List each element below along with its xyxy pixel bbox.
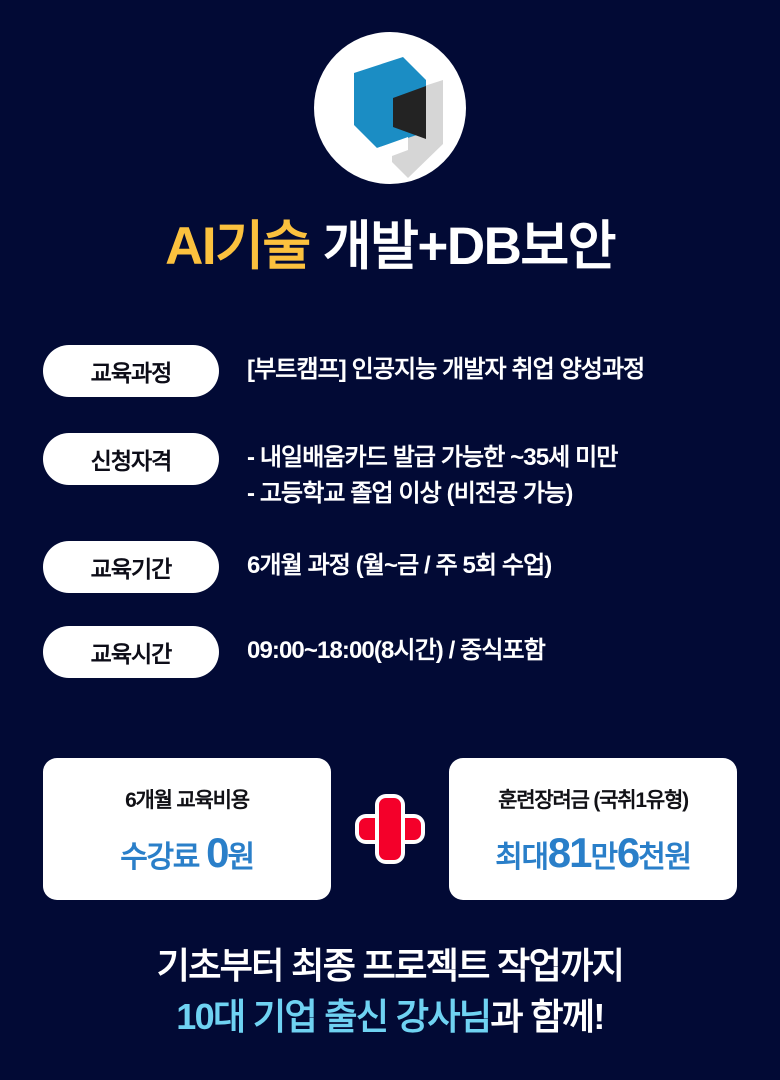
- logo-circle: [314, 32, 466, 184]
- incentive-amount: 최대81만6천원: [495, 829, 692, 876]
- price-section: 6개월 교육비용 수강료 0원 훈련장려금 (국취1유형) 최대81만6천원: [43, 758, 737, 900]
- tuition-card: 6개월 교육비용 수강료 0원: [43, 758, 331, 900]
- info-value-schedule: 09:00~18:00(8시간) / 중식포함: [247, 626, 546, 669]
- plus-icon-vertical-bar: [379, 798, 401, 860]
- info-value-line: - 내일배움카드 발급 가능한 ~35세 미만: [247, 444, 618, 471]
- info-row-curriculum: 교육과정 [부트캠프] 인공지능 개발자 취업 양성과정: [43, 345, 743, 397]
- course-info-list: 교육과정 [부트캠프] 인공지능 개발자 취업 양성과정 신청자격 - 내일배움…: [43, 345, 743, 678]
- plus-icon: [353, 792, 427, 866]
- info-value-line: - 고등학교 졸업 이상 (비전공 가능): [247, 480, 573, 508]
- incentive-amount-prefix: 최대: [495, 841, 549, 874]
- tuition-amount-prefix: 수강료: [120, 841, 207, 874]
- title-highlight: AI기술: [165, 217, 311, 276]
- incentive-amount-unit-cheon: 천원: [638, 841, 692, 874]
- slogan-line-1: 기초부터 최종 프로젝트 작업까지: [156, 945, 625, 986]
- logo-container: [0, 32, 780, 184]
- info-label-eligibility: 신청자격: [43, 433, 219, 485]
- info-label-duration: 교육기간: [43, 540, 219, 593]
- incentive-amount-value-cheon: 6: [616, 829, 640, 876]
- incentive-amount-unit-man: 만: [590, 841, 619, 874]
- incentive-card: 훈련장려금 (국취1유형) 최대81만6천원: [449, 758, 737, 900]
- info-value-curriculum: [부트캠프] 인공지능 개발자 취업 양성과정: [247, 345, 645, 388]
- bottom-slogan: 기초부터 최종 프로젝트 작업까지 10대 기업 출신 강사님과 함께!: [0, 940, 780, 1042]
- info-label-curriculum: 교육과정: [43, 345, 219, 397]
- tuition-amount-unit: 원: [227, 841, 255, 874]
- info-value-line: 09:00~18:00(8시간) / 중식포함: [247, 636, 546, 664]
- incentive-caption: 훈련장려금 (국취1유형): [498, 789, 689, 812]
- info-value-duration: 6개월 과정 (월~금 / 주 5회 수업): [247, 541, 552, 584]
- info-row-duration: 교육기간 6개월 과정 (월~금 / 주 5회 수업): [43, 540, 743, 593]
- info-row-schedule: 교육시간 09:00~18:00(8시간) / 중식포함: [43, 625, 743, 678]
- info-value-line: [부트캠프] 인공지능 개발자 취업 양성과정: [247, 356, 645, 383]
- info-label-schedule: 교육시간: [43, 625, 219, 678]
- title-rest: 개발+DB보안: [309, 217, 617, 276]
- info-value-eligibility: - 내일배움카드 발급 가능한 ~35세 미만 - 고등학교 졸업 이상 (비전…: [247, 433, 618, 513]
- tuition-caption: 6개월 교육비용: [125, 789, 250, 812]
- info-row-eligibility: 신청자격 - 내일배움카드 발급 가능한 ~35세 미만 - 고등학교 졸업 이…: [43, 433, 743, 513]
- info-value-line: 6개월 과정 (월~금 / 주 5회 수업): [247, 551, 552, 579]
- tuition-amount-value: 0: [206, 829, 229, 876]
- page-title: AI기술 개발+DB보안: [0, 217, 780, 276]
- incentive-amount-value-man: 81: [547, 829, 593, 876]
- slogan-line-2-highlight: 10대 기업 출신 강사님: [176, 996, 492, 1038]
- slogan-line-2-rest: 과 함께!: [490, 996, 605, 1038]
- slogan-line-2: 10대 기업 출신 강사님과 함께!: [0, 991, 780, 1042]
- tuition-amount: 수강료 0원: [120, 829, 255, 876]
- company-logo-icon: [354, 57, 443, 178]
